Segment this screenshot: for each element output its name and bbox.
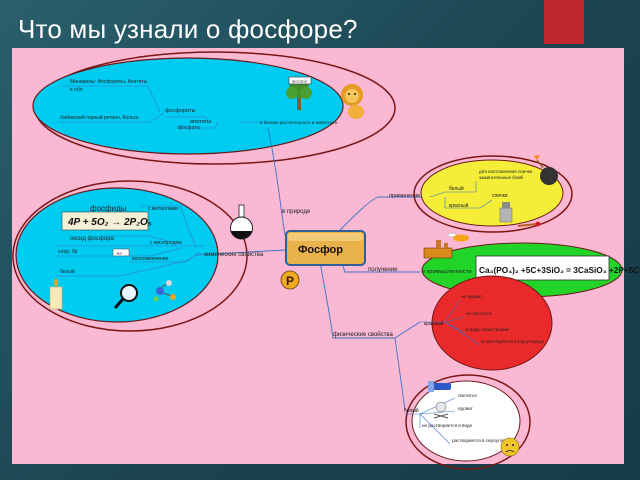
branch-label-application: применение <box>389 193 420 199</box>
skull-icon <box>433 401 449 419</box>
svg-text:фосфор: фосфор <box>292 79 308 84</box>
branch-label-physical: физические свойства <box>333 331 394 338</box>
red-line-1: не светится <box>466 311 491 316</box>
chemical-oxide: оксид фосфора <box>70 236 114 242</box>
white-line-1: ядовит <box>458 406 474 411</box>
red-oval <box>431 275 553 371</box>
red-line-0: не ядовит <box>461 294 483 299</box>
obtaining-equation: Ca₃(PO₄)₂ +5C+3SiO₂ = 3CaSiO₃ +2P+5CO↑ <box>479 265 640 275</box>
red-link-lines <box>420 299 481 346</box>
red-line-2: в воде нерастворим <box>466 327 509 332</box>
chemical-burn: белый <box>60 268 75 275</box>
white-oval <box>411 380 521 462</box>
red-label: красный <box>424 320 444 327</box>
white-link-lines <box>405 397 456 445</box>
nature-minerals: Минералы: Фосфориты, Апатиты <box>70 79 148 85</box>
center-node: Фосфор P <box>280 230 366 290</box>
branch-label-nature: в природе <box>282 209 311 215</box>
nature-link-lines <box>58 85 268 129</box>
chemical-link-lines <box>56 205 205 277</box>
branch-physical-white <box>394 337 406 411</box>
candle-icon <box>49 278 63 310</box>
application-oval-outer <box>413 155 573 233</box>
application-oval <box>420 159 564 227</box>
nature-oval <box>32 57 344 155</box>
bomb-icon <box>534 155 558 185</box>
molecule-icon <box>153 280 176 302</box>
chemical-group: фосфиды с металлами 4P + 5O₂ → 2P₂O₅ окс… <box>12 180 253 332</box>
obtaining-industry: в промышленности <box>422 269 471 275</box>
white-label: белый <box>404 407 419 414</box>
sad-face-icon <box>500 437 520 457</box>
lighter-icon <box>499 202 513 223</box>
branch-label-obtaining: получение <box>368 267 398 273</box>
match-icon <box>517 221 541 227</box>
nature-proteins: в белках растительного и животного <box>260 120 338 125</box>
branch-nature <box>267 127 286 236</box>
center-label: Фосфор <box>298 244 343 256</box>
phosphorus-badge <box>280 270 300 290</box>
flask-icon <box>230 204 253 240</box>
application-matchbox: спички <box>492 193 508 199</box>
factory-icon <box>423 232 469 259</box>
application-white: белый <box>449 185 464 192</box>
red-line-3: не растворяется в сероуглероде <box>481 339 545 344</box>
white-line-0: светится <box>458 393 477 398</box>
phosphorus-box-icon: фосфор <box>288 76 312 85</box>
nature-region: в обл. <box>70 87 84 93</box>
chemical-phosphides: фосфиды <box>90 204 127 213</box>
branch-label-chemical: химические свойства <box>204 251 264 258</box>
branch-application <box>334 196 430 236</box>
slide-accent-bar <box>544 0 584 44</box>
lion-icon <box>341 84 364 119</box>
nature-khibiny: Хибинский горный регион, Кольск. <box>60 114 140 121</box>
chemical-with-metals: с металлами <box>148 206 178 212</box>
chemical-with-oxygen: с кислородом <box>150 240 182 246</box>
magnifier-icon <box>113 284 138 309</box>
main-branches: в природе химические свойства применение… <box>194 127 430 411</box>
application-bombs: зажигательных бомб <box>479 175 524 180</box>
chemical-ignition: воспламенение <box>132 256 169 262</box>
branch-physical <box>319 261 421 339</box>
application-red: красный <box>449 202 469 209</box>
nature-apatites: апатиты <box>190 119 211 125</box>
small-box-label: зел <box>116 251 123 256</box>
application-matches: для изготовления спичек <box>479 169 533 174</box>
equation-box <box>61 211 149 231</box>
slide-title: Что мы узнали о фосфоре? <box>18 14 358 44</box>
nature-group: Минералы: Фосфориты, Апатиты в обл. Хиби… <box>32 51 396 165</box>
flashlight-icon <box>428 381 451 392</box>
application-link-lines <box>429 181 493 209</box>
white-oval-outer <box>405 374 531 470</box>
phosphorus-badge-symbol: P <box>286 274 294 288</box>
chemical-equation: 4P + 5O₂ → 2P₂O₅ <box>67 217 152 228</box>
nature-phosphorites: фосфориты <box>165 108 196 114</box>
white-line-3: растворяется в сероуглероде <box>452 438 515 443</box>
branch-chemical <box>194 249 286 256</box>
white-line-2: не растворяется в воде <box>422 423 473 428</box>
white-phosphorus-group: белый светится ядовит не растворяется в … <box>404 374 531 470</box>
application-group: для изготовления спичек зажигательных бо… <box>413 155 573 233</box>
chemical-oval-outer <box>12 180 248 332</box>
red-phosphorus-group: красный не ядовит не светится в воде нер… <box>420 275 553 371</box>
chemical-with-cl: хлор, бр <box>58 249 78 255</box>
